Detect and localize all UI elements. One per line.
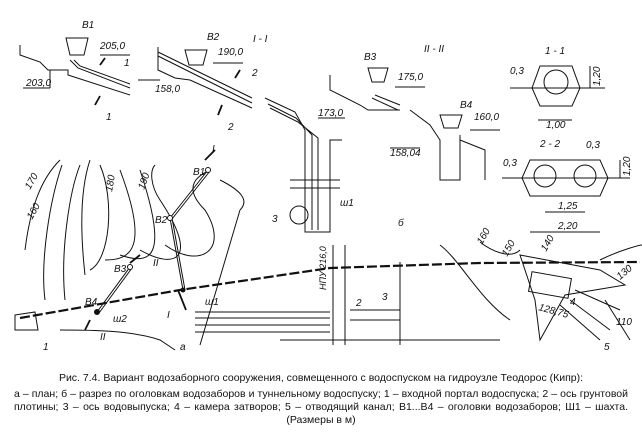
contour-r140: 140: [539, 233, 557, 253]
panel-label-a: а: [180, 342, 186, 353]
plan-item-2: 2: [355, 298, 362, 309]
section-title-1-1: 1 - 1: [545, 46, 565, 57]
plan-shaft-1: ш1: [205, 297, 219, 308]
plan-item-4: 4: [570, 297, 576, 308]
elev-203: 203,0: [25, 78, 51, 89]
section-b2: [138, 47, 253, 116]
plan-sec-II-bottom: II: [100, 332, 106, 343]
gate-chamber-4: [519, 254, 627, 342]
plan-sec-II-top: II: [153, 258, 159, 269]
plan-intake-lines: [14, 149, 216, 331]
contour-r130: 130: [615, 263, 635, 282]
s22-wall-left: 0,3: [503, 158, 517, 169]
label-shaft-1: ш1: [340, 198, 354, 209]
label-b4: B4: [460, 100, 473, 111]
plan-b1: B1: [193, 167, 205, 178]
caption-title: Рис. 7.4. Вариант водозаборного сооружен…: [58, 372, 584, 384]
panel-label-b: б: [398, 217, 404, 229]
cut-mark-2: 2: [251, 68, 258, 79]
plan-shaft-2: ш2: [113, 314, 127, 325]
plan-contours: [24, 159, 245, 351]
contour-r150: 150: [500, 238, 518, 258]
contour-170: 170: [23, 171, 41, 191]
engineering-drawing: B1 205,0 203,0 1 1 B2 I - I 190,0 158,0 …: [14, 20, 642, 353]
elev-158: 158,0: [155, 84, 180, 95]
dam-and-outlet: [195, 241, 642, 345]
cross-section-1-1: [510, 65, 605, 121]
s22-wall-right: 0,3: [586, 140, 600, 151]
plan-b2: B2: [155, 215, 168, 226]
cut-mark-2b: 2: [227, 122, 234, 133]
plan-b4: B4: [85, 297, 98, 308]
elev-128-75: 128,75: [537, 302, 570, 321]
s11-height: 1,20: [592, 66, 603, 86]
label-b2: B2: [207, 32, 220, 43]
tunnel-axis: [19, 260, 641, 320]
cross-section-2-2: [502, 159, 630, 233]
elev-175: 175,0: [398, 72, 423, 83]
figure-caption: Рис. 7.4. Вариант водозаборного сооружен…: [14, 372, 628, 427]
s11-wall: 0,3: [510, 66, 524, 77]
inlet-portal: [14, 311, 39, 331]
label-b1: B1: [82, 20, 94, 31]
contour-180: 180: [104, 174, 118, 193]
contour-r110: 110: [616, 317, 632, 328]
plan-item-5: 5: [604, 342, 610, 353]
s22-height: 1,20: [622, 156, 633, 176]
plan-sec-I-bottom: I: [167, 310, 170, 321]
section-title-II-II: II - II: [424, 44, 444, 55]
cut-mark-1: 1: [124, 58, 130, 69]
label-b3: B3: [364, 52, 377, 63]
section-b1: [19, 37, 131, 106]
s22-width: 2,20: [557, 221, 578, 232]
contour-190: 190: [136, 171, 152, 191]
plan-item-3: 3: [382, 292, 388, 303]
elev-190: 190,0: [218, 47, 243, 58]
contour-r160: 160: [475, 226, 493, 246]
section-title-2-2: 2 - 2: [539, 139, 560, 150]
plan-item-1: 1: [43, 342, 49, 353]
gate-chamber-3: [289, 205, 309, 225]
intake-tower-b1: [65, 37, 89, 56]
cut-mark-1b: 1: [106, 112, 112, 123]
intake-tower-b4: [439, 114, 463, 129]
elev-205: 205,0: [99, 41, 125, 52]
elev-160: 160,0: [474, 112, 499, 123]
elev-173: 173,0: [318, 108, 343, 119]
intake-tower-b2: [184, 49, 208, 66]
plan-b3: B3: [114, 264, 127, 275]
s11-width: 1,00: [546, 120, 566, 131]
label-item-3: 3: [272, 214, 278, 225]
section-title-I-I: I - I: [253, 34, 268, 45]
section-b3-b4: [264, 67, 500, 233]
s22-spacing: 1,25: [558, 201, 578, 212]
intake-tower-b3: [367, 67, 389, 83]
contour-160: 160: [25, 201, 43, 221]
plan-sec-I-top: I: [212, 144, 215, 155]
elev-158-04: 158,04: [390, 148, 421, 159]
caption-description: а – план; б – разрез по оголовкам водоза…: [14, 388, 628, 426]
